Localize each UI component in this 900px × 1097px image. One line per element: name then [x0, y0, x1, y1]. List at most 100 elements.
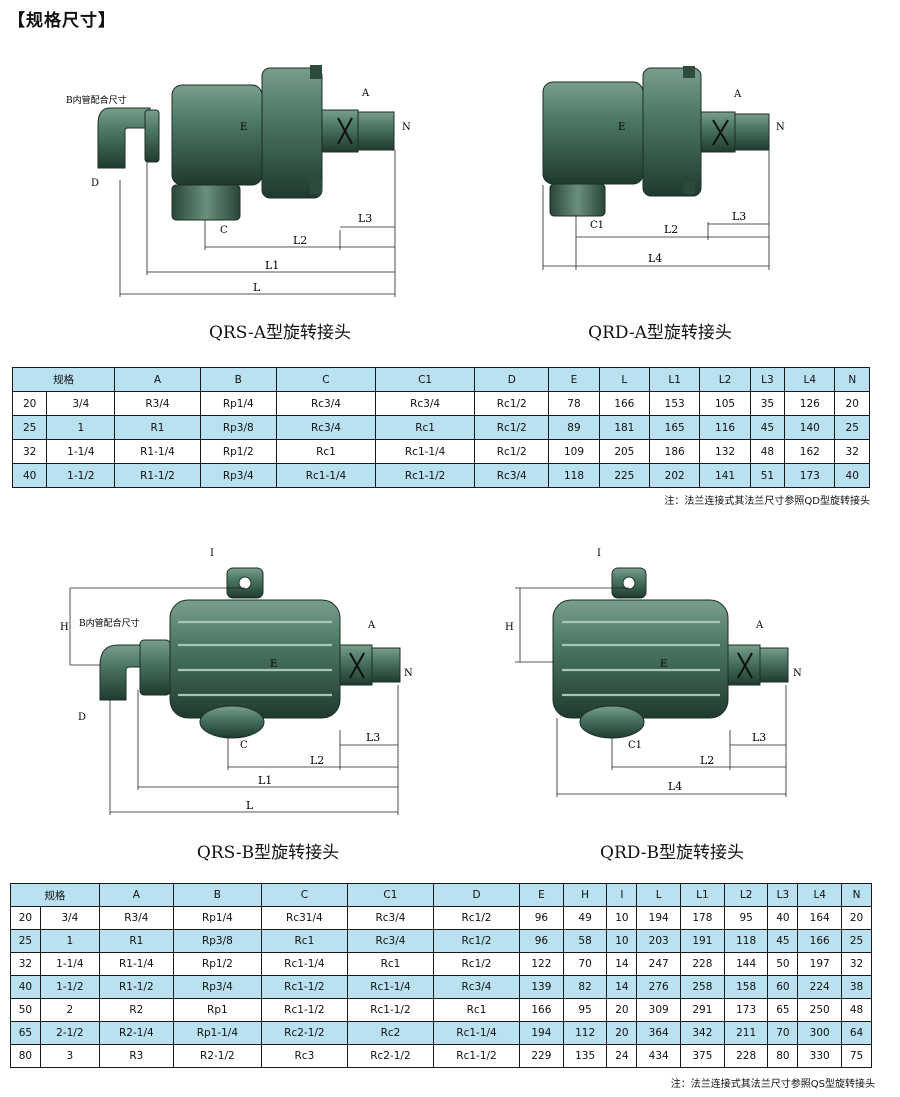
table-cell: 80 [767, 1044, 799, 1068]
table-cell: R1 [114, 415, 201, 440]
header-cell: L2 [699, 367, 751, 392]
table-cell: 80 [10, 1044, 41, 1068]
header-cell: L4 [797, 883, 843, 907]
c1-label: C1 [590, 220, 604, 231]
table-cell: 250 [797, 998, 843, 1022]
shaft-thread [734, 113, 770, 151]
table-cell: 20 [11, 391, 48, 416]
table-cell: 45 [749, 415, 786, 440]
e-label: E [270, 659, 277, 670]
table-cell: 135 [562, 1044, 608, 1068]
table-cell: 229 [519, 1044, 564, 1068]
table-cell: Rc1-1/4 [432, 1021, 521, 1045]
table-cell: 95 [562, 998, 608, 1022]
table-cell: Rc3/4 [275, 391, 377, 416]
elbow-fitting [99, 644, 151, 701]
table-cell: 166 [519, 998, 564, 1022]
table-cell: Rc1-1/4 [260, 952, 348, 976]
table-cell: Rc1-1/4 [346, 975, 434, 999]
table-cell: 194 [519, 1021, 564, 1045]
header-cell: B [199, 367, 277, 392]
fins [178, 620, 332, 697]
table-cell: 35 [749, 391, 786, 416]
header-cell: N [841, 883, 872, 907]
table-cell: Rc3/4 [375, 391, 476, 416]
l3-label: L3 [358, 212, 372, 225]
table-cell: Rp1/2 [172, 952, 262, 976]
table-cell: Rc3/4 [275, 415, 377, 440]
h-label: H [505, 622, 514, 633]
table-cell: Rc1 [275, 439, 377, 464]
header-cell: H [562, 883, 608, 907]
table-cell: 1 [39, 929, 100, 953]
b-fit-label: B内管配合尺寸 [66, 94, 127, 106]
table-cell: R1-1/4 [98, 952, 174, 976]
table-cell: 70 [767, 1021, 799, 1045]
elbow-ring [139, 639, 171, 696]
header-cell: C1 [375, 367, 476, 392]
flange [261, 67, 323, 199]
table-cell: 40 [767, 906, 799, 930]
table-cell: 50 [10, 998, 41, 1022]
table-cell: 40 [10, 975, 41, 999]
header-cell: 规格 [10, 883, 100, 907]
table-cell: 40 [834, 463, 870, 488]
i-label: I [597, 548, 601, 559]
table-cell: 96 [519, 929, 564, 953]
l2-label: L2 [664, 223, 678, 236]
table-cell: R1-1/2 [114, 463, 201, 488]
table-cell: 139 [519, 975, 564, 999]
table-cell: 165 [649, 415, 701, 440]
table-cell: 20 [606, 1021, 638, 1045]
table-cell: 202 [649, 463, 701, 488]
table-cell: 300 [797, 1021, 843, 1045]
table-a-note: 注：法兰连接式其法兰尺寸参照QD型旋转接头 [664, 496, 870, 507]
table-cell: 10 [606, 906, 638, 930]
table-cell: 309 [636, 998, 682, 1022]
table-cell: 228 [680, 952, 725, 976]
table-cell: 1-1/4 [39, 952, 100, 976]
table-cell: Rc1/2 [432, 952, 521, 976]
table-cell: 64 [841, 1021, 872, 1045]
table-cell: 173 [723, 998, 769, 1022]
table-cell: 375 [680, 1044, 725, 1068]
table-cell: R1 [98, 929, 174, 953]
table-cell: 342 [680, 1021, 725, 1045]
header-cell: E [519, 883, 564, 907]
qrd-b-caption: QRD-B型旋转接头 [600, 843, 744, 863]
l3-label: L3 [732, 210, 746, 223]
main-body [169, 599, 341, 719]
header-cell: L1 [649, 367, 701, 392]
header-cell: B [172, 883, 262, 907]
table-cell: 40 [11, 463, 48, 488]
table-cell: Rc1-1/4 [275, 463, 377, 488]
table-cell: 224 [797, 975, 843, 999]
outlet-port [579, 705, 645, 739]
table-cell: 82 [562, 975, 608, 999]
table-cell: 20 [10, 906, 41, 930]
c-label: C [240, 740, 248, 751]
table-cell: Rc3/4 [432, 975, 521, 999]
table-cell: 20 [606, 998, 638, 1022]
n-label: N [404, 668, 413, 679]
shaft-thread [371, 647, 401, 683]
table-cell: 434 [636, 1044, 682, 1068]
table-cell: 118 [548, 463, 600, 488]
header-cell: E [548, 367, 600, 392]
table-cell: 109 [548, 439, 600, 464]
table-cell: 49 [562, 906, 608, 930]
header-cell: N [834, 367, 870, 392]
table-cell: 225 [598, 463, 651, 488]
table-cell: 32 [834, 439, 870, 464]
l2-label: L2 [293, 234, 307, 247]
table-cell: 276 [636, 975, 682, 999]
i-label: I [210, 548, 214, 559]
outlet-port [171, 184, 241, 221]
